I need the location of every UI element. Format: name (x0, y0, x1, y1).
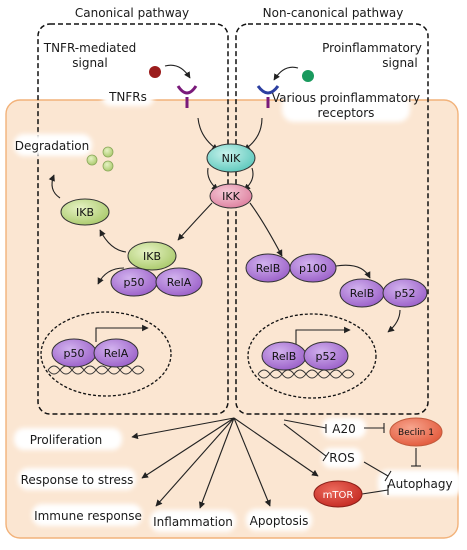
canonical-dna-icon (47, 365, 145, 375)
relb-p52-complex: RelB p52 (339, 278, 428, 308)
nucleus-relb-p52-dimer: RelB p52 (261, 341, 349, 371)
relb-p52-translocation-arrow (387, 309, 401, 333)
ikb-free-label: IKB (76, 206, 94, 219)
ikk-arrows (177, 202, 283, 257)
non-canonical-dna-icon (257, 369, 355, 379)
outcome-proliferation: Proliferation (30, 433, 103, 447)
relb-2-label: RelB (350, 287, 375, 300)
tnfr-signal-line2: signal (72, 56, 108, 70)
ligand-binding-arrow (164, 64, 191, 79)
tnf-ligand-icon (149, 66, 161, 78)
outcome-arrows (131, 417, 319, 509)
p50-label: p50 (124, 276, 145, 289)
nucleus-relb-label: RelB (272, 350, 297, 363)
outcome-inflammation: Inflammation (153, 515, 233, 529)
nucleus-rela-label: RelA (104, 347, 129, 360)
ros-label: ROS (329, 451, 354, 465)
nik-label: NIK (222, 152, 241, 165)
ikb-release-arrow (99, 229, 127, 253)
ligand-binding-arrow-2 (273, 66, 299, 81)
degradation-fragments-icon (86, 146, 114, 172)
nucleus-p50-rela-dimer: p50 RelA (51, 338, 139, 368)
canonical-nucleus (40, 311, 172, 397)
p100-label: p100 (299, 262, 327, 275)
complex-translocation-arrow (97, 267, 125, 285)
various-receptors-line1: Various proinflammatory (272, 91, 420, 105)
non-canonical-pathway-box (235, 23, 429, 415)
relb-1-label: RelB (256, 262, 281, 275)
rela-label: RelA (167, 276, 192, 289)
p52-label: p52 (395, 287, 416, 300)
canonical-transcription-arrow (95, 324, 149, 342)
outcome-immune-response: Immune response (34, 509, 142, 523)
inhibition-lines (283, 419, 421, 495)
proinflammatory-ligand-icon (302, 70, 314, 82)
nucleus-p50-label: p50 (64, 347, 85, 360)
non-canonical-nucleus (247, 313, 377, 399)
label-backgrounds (14, 86, 462, 532)
ikb-bound-label: IKB (143, 250, 161, 263)
proinflammatory-signal-line1: Proinflammatory (322, 41, 422, 55)
nucleus-p52-label: p52 (316, 350, 337, 363)
non-canonical-pathway-title: Non-canonical pathway (263, 6, 404, 20)
ikk-node: IKK (209, 183, 253, 209)
a20-label: A20 (332, 422, 355, 436)
mtor-label: mTOR (323, 490, 354, 501)
proinflammatory-signal-line2: signal (382, 56, 418, 70)
beclin1-node: Beclin 1 (389, 417, 443, 447)
p100-processing-arrow (335, 264, 371, 279)
ikk-label: IKK (222, 190, 240, 203)
ikb-degradation-arrow (48, 174, 61, 199)
outcome-apoptosis: Apoptosis (250, 514, 309, 528)
proinflammatory-receptor-icon (256, 85, 280, 108)
beclin1-label: Beclin 1 (398, 428, 434, 438)
tnfrs-label: TNFRs (108, 90, 147, 104)
relb-p100-complex: RelB p100 (245, 253, 337, 283)
various-receptors-line2: receptors (318, 106, 375, 120)
nik-node: NIK (206, 143, 256, 173)
ikb-p50-rela-complex: IKB p50 RelA (110, 241, 203, 297)
degradation-label: Degradation (15, 139, 89, 153)
canonical-pathway-title: Canonical pathway (75, 6, 189, 20)
outcome-response-to-stress: Response to stress (21, 473, 134, 487)
non-canonical-transcription-arrow (295, 326, 351, 344)
canonical-pathway-box (37, 23, 229, 415)
tnfr-receptor-icon (176, 85, 198, 108)
mtor-node: mTOR (313, 480, 363, 508)
autophagy-label: Autophagy (387, 477, 452, 491)
tnfr-signal-line1: TNFR-mediated (43, 41, 136, 55)
ikb-free-node: IKB (60, 198, 110, 226)
